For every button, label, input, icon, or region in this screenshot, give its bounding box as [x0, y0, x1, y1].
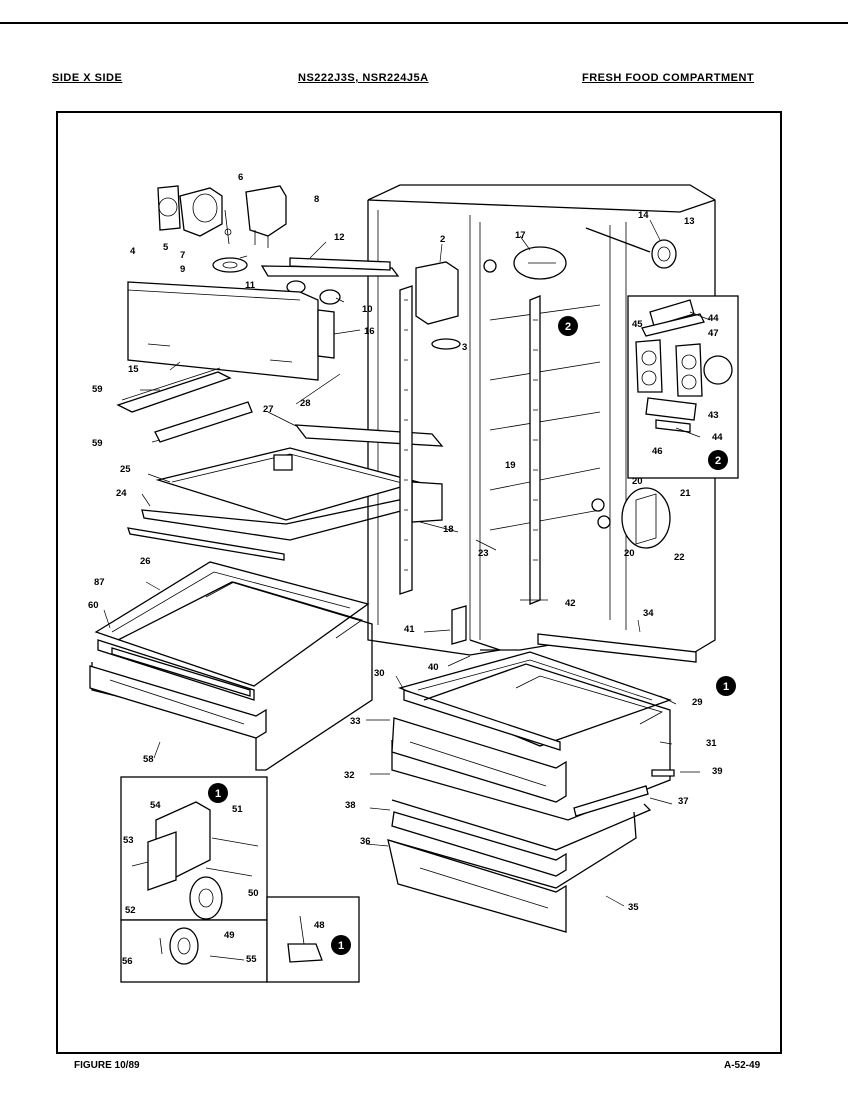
callout-38: 38	[345, 800, 356, 811]
badge-1: 1	[208, 783, 228, 803]
callout-9: 9	[180, 264, 185, 275]
header-left: SIDE X SIDE	[52, 72, 123, 84]
inset-2	[627, 295, 739, 479]
header-title: FRESH FOOD COMPARTMENT	[582, 72, 755, 84]
callout-58: 58	[143, 754, 154, 765]
callout-7: 7	[180, 250, 185, 261]
badge-1: 1	[716, 676, 736, 696]
leader-lines	[103, 219, 711, 907]
callout-45: 45	[632, 319, 643, 330]
callout-49: 49	[224, 930, 235, 941]
callout-13: 13	[684, 216, 695, 227]
callout-24: 24	[116, 488, 127, 499]
callout-11: 11	[245, 280, 256, 291]
callout-32: 32	[344, 770, 355, 781]
shelf-supports	[116, 367, 253, 443]
callout-51: 51	[232, 804, 243, 815]
callout-56: 56	[122, 956, 133, 967]
footer-figure: FIGURE 10/89	[74, 1060, 140, 1071]
svg-text:1: 1	[215, 788, 221, 800]
callout-44: 44	[712, 432, 723, 443]
callout-37: 37	[678, 796, 689, 807]
control-assembly	[157, 185, 400, 305]
callout-5: 5	[163, 242, 169, 253]
callout-31: 31	[706, 738, 717, 749]
glass-shelf	[127, 424, 444, 561]
callout-18: 18	[443, 524, 454, 535]
badge-2: 2	[708, 450, 728, 470]
callout-34: 34	[643, 608, 654, 619]
callout-20: 20	[624, 548, 635, 559]
shelf-ladders	[399, 285, 541, 645]
badge-1: 1	[331, 935, 351, 955]
cabinet	[367, 184, 716, 656]
left-crisper-drawer	[89, 561, 373, 771]
callout-26: 26	[140, 556, 151, 567]
dispenser-parts	[585, 227, 677, 269]
callout-14: 14	[638, 210, 649, 221]
callout-55: 55	[246, 954, 257, 965]
callout-28: 28	[300, 398, 311, 409]
svg-text:1: 1	[723, 681, 729, 693]
callout-41: 41	[404, 624, 415, 635]
inset-roller-assembly	[120, 776, 360, 983]
callout-43: 43	[708, 410, 719, 421]
callout-3: 3	[462, 342, 467, 353]
callout-27: 27	[263, 404, 274, 415]
callout-36: 36	[360, 836, 371, 847]
callout-23: 23	[478, 548, 489, 559]
callout-19: 19	[505, 460, 516, 471]
callout-60: 60	[88, 600, 99, 611]
callout-48: 48	[314, 920, 325, 931]
badge-2: 2	[558, 316, 578, 336]
callout-44: 44	[708, 313, 719, 324]
callout-17: 17	[515, 230, 526, 241]
callout-50: 50	[248, 888, 259, 899]
callout-47: 47	[708, 328, 719, 339]
callout-42: 42	[565, 598, 576, 609]
diagram-frame	[56, 111, 782, 1054]
callout-46: 46	[652, 446, 663, 457]
callout-29: 29	[692, 697, 703, 708]
callout-53: 53	[123, 835, 134, 846]
callout-10: 10	[362, 304, 373, 315]
callout-39: 39	[712, 766, 723, 777]
callout-22: 22	[674, 552, 685, 563]
callout-2: 2	[440, 234, 445, 245]
svg-text:1: 1	[338, 940, 344, 952]
callout-87: 87	[94, 577, 105, 588]
callout-35: 35	[628, 902, 639, 913]
svg-text:2: 2	[565, 321, 571, 333]
callout-4: 4	[130, 246, 136, 257]
callout-59: 59	[92, 384, 103, 395]
hinge-detail	[591, 487, 671, 549]
callout-8: 8	[314, 194, 319, 205]
callout-21: 21	[680, 488, 691, 499]
callout-59: 59	[92, 438, 103, 449]
top-rule	[0, 22, 848, 24]
callout-30: 30	[374, 668, 385, 679]
light-housing	[415, 246, 567, 350]
callout-6: 6	[238, 172, 243, 183]
callout-33: 33	[350, 716, 361, 727]
callout-16: 16	[364, 326, 375, 337]
callout-12: 12	[334, 232, 345, 243]
control-panel-cover	[127, 281, 335, 381]
footer-code: A-52-49	[724, 1060, 761, 1071]
callout-52: 52	[125, 905, 136, 916]
callout-20: 20	[632, 476, 643, 487]
svg-text:2: 2	[715, 455, 721, 467]
callout-15: 15	[128, 364, 139, 375]
callout-40: 40	[428, 662, 439, 673]
header-model: NS222J3S, NSR224J5A	[298, 72, 429, 84]
right-crisper-drawers	[387, 633, 697, 933]
callout-54: 54	[150, 800, 161, 811]
callout-25: 25	[120, 464, 131, 475]
